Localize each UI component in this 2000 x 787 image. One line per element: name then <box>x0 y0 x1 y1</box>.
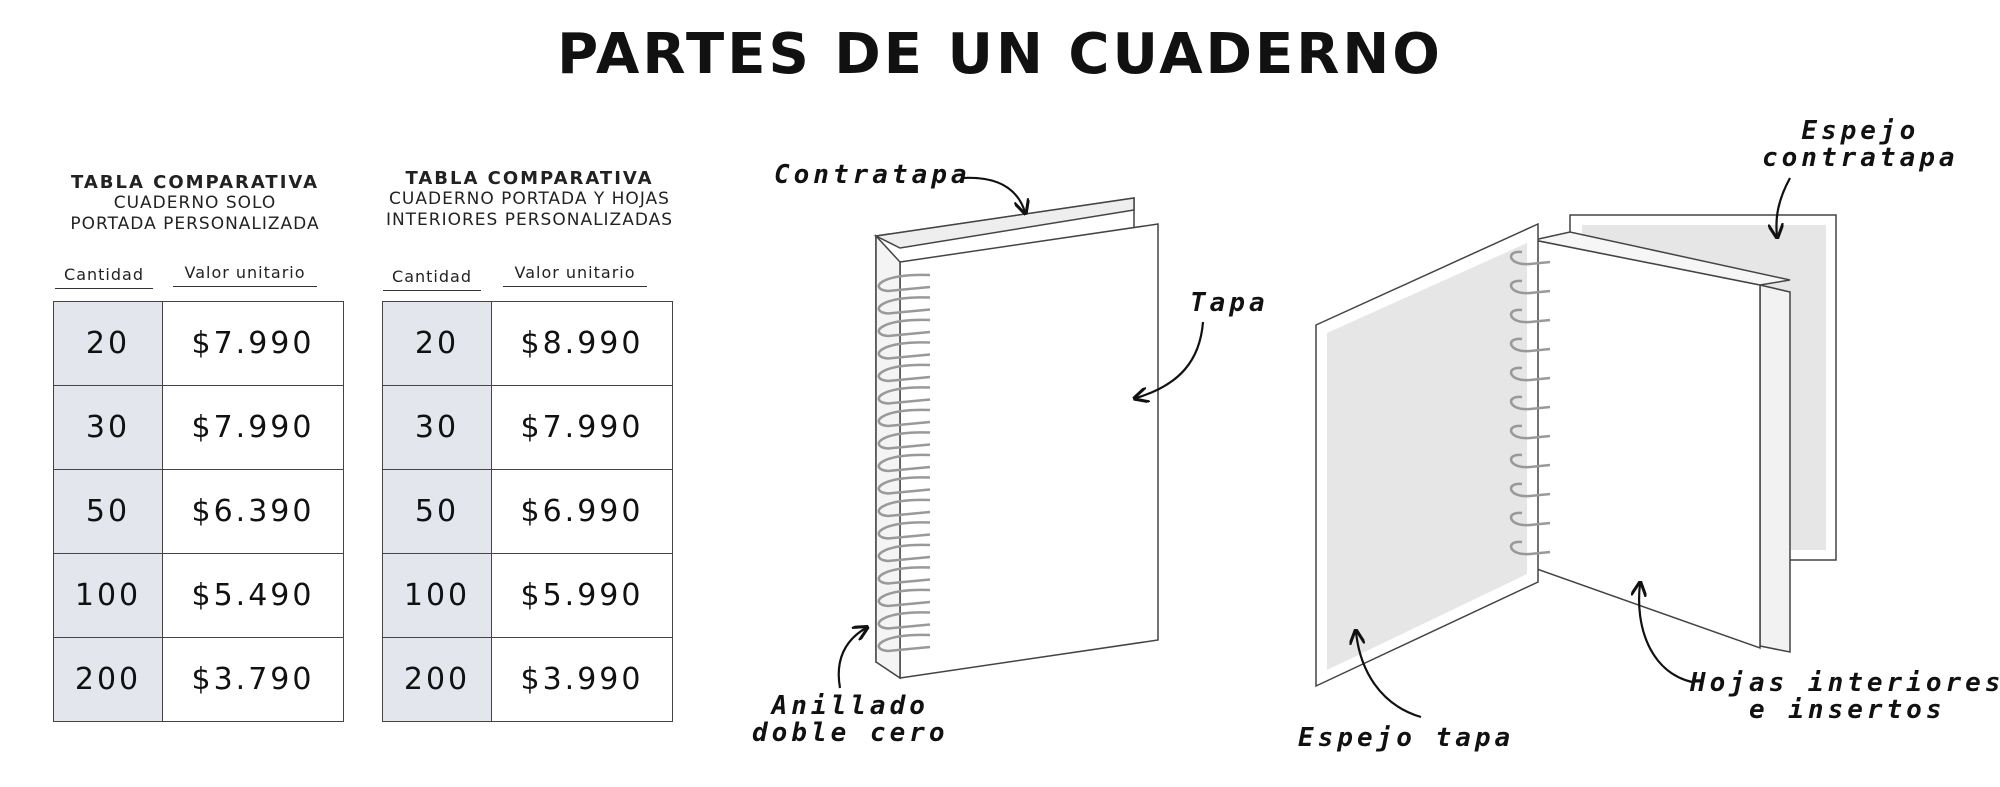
table-row: 200$3.990 <box>382 637 673 722</box>
table-1-col-val-label: Valor unitario <box>173 263 317 287</box>
spiral-ring <box>877 363 931 383</box>
spiral-ring <box>877 386 931 405</box>
spiral-ring <box>877 476 931 495</box>
inner-page <box>1533 239 1761 650</box>
price-cell: $6.390 <box>162 469 344 554</box>
spiral-ring <box>1510 279 1551 295</box>
price-cell: $6.990 <box>491 469 673 554</box>
label-anillado-line-1: Anillado <box>771 691 929 721</box>
price-cell: $3.790 <box>162 637 344 722</box>
spiral-rings <box>877 273 931 653</box>
arrow-espejo-contratapa <box>1776 177 1791 236</box>
spiral-ring <box>1510 540 1551 556</box>
label-anillado: Anillado doble cero <box>752 693 949 747</box>
espejo-tapa-page <box>1327 243 1527 670</box>
label-hojas-line-2: e insertos <box>1748 695 1946 725</box>
arrow-anillado <box>837 628 866 689</box>
label-espejo-tapa: Espejo tapa <box>1298 723 1515 753</box>
spiral-ring <box>1510 395 1551 411</box>
front-cover <box>899 223 1159 679</box>
label-espejo-contratapa-line-1: Espejo <box>1801 116 1920 146</box>
spiral-ring <box>877 543 931 563</box>
spiral-ring <box>1510 337 1551 353</box>
table-row: 30$7.990 <box>53 385 344 470</box>
table-2-heading: TABLA COMPARATIVA CUADERNO PORTADA Y HOJ… <box>362 168 697 231</box>
spiral-ring <box>877 498 931 518</box>
spiral-ring <box>1510 308 1551 324</box>
table-2-title: TABLA COMPARATIVA <box>405 168 654 189</box>
price-cell: $5.490 <box>162 553 344 638</box>
spiral-ring <box>877 273 931 293</box>
closed-notebook <box>873 197 1159 680</box>
table-row: 50$6.990 <box>382 469 673 554</box>
arrow-tapa <box>1136 321 1205 398</box>
spiral-rings-open <box>1510 250 1551 556</box>
spiral-ring <box>877 521 931 540</box>
page-block-side <box>1759 284 1791 653</box>
label-espejo-contratapa-line-2: contratapa <box>1762 143 1959 173</box>
table-2-col-val-label: Valor unitario <box>503 263 647 287</box>
qty-cell: 200 <box>382 637 492 722</box>
table-1-title: TABLA COMPARATIVA <box>70 172 320 193</box>
qty-cell: 200 <box>53 637 163 722</box>
arrow-hojas <box>1639 584 1693 684</box>
table-1-col-qty-label: Cantidad <box>55 265 153 289</box>
open-notebook <box>1315 214 1837 688</box>
spiral-ring <box>1510 453 1551 469</box>
spiral-ring <box>1510 250 1551 266</box>
qty-cell: 100 <box>53 553 163 638</box>
label-tapa: Tapa <box>1190 288 1269 318</box>
table-2-subtitle-line-1: CUADERNO PORTADA Y HOJAS <box>389 189 670 209</box>
table-row: 50$6.390 <box>53 469 344 554</box>
spiral-ring <box>877 566 931 585</box>
spiral-ring <box>877 431 931 450</box>
spiral-ring <box>1510 424 1551 440</box>
qty-cell: 20 <box>53 301 163 386</box>
table-1-subtitle-line-2: PORTADA PERSONALIZADA <box>70 214 320 234</box>
price-cell: $3.990 <box>491 637 673 722</box>
price-cell: $5.990 <box>491 553 673 638</box>
price-cell: $7.990 <box>162 301 344 386</box>
table-row: 20$7.990 <box>53 301 344 386</box>
qty-cell: 30 <box>53 385 163 470</box>
table-1-subtitle-line-1: CUADERNO SOLO <box>113 193 277 213</box>
spiral-ring <box>1510 482 1551 498</box>
label-anillado-line-2: doble cero <box>752 718 949 748</box>
qty-cell: 50 <box>382 469 492 554</box>
table-row: 200$3.790 <box>53 637 344 722</box>
table-2-subtitle-line-2: INTERIORES PERSONALIZADAS <box>385 210 674 230</box>
spiral-ring <box>1510 366 1551 382</box>
price-table-2: 20$8.990 30$7.990 50$6.990 100$5.990 200… <box>382 301 673 722</box>
arrow-espejo-tapa <box>1356 632 1422 719</box>
label-espejo-contratapa: Espejo contratapa <box>1762 118 1959 172</box>
price-cell: $7.990 <box>491 385 673 470</box>
page-block-top <box>873 197 1135 249</box>
arrow-contratapa <box>961 176 1025 212</box>
spiral-ring <box>877 611 931 630</box>
label-contratapa: Contratapa <box>774 160 971 190</box>
spiral-ring <box>877 296 931 315</box>
label-hojas-line-1: Hojas interiores <box>1690 668 2000 698</box>
inner-page-top <box>1533 231 1791 286</box>
price-table-1: 20$7.990 30$7.990 50$6.390 100$5.490 200… <box>53 301 344 722</box>
qty-cell: 20 <box>382 301 492 386</box>
spiral-ring <box>877 633 931 653</box>
spiral-ring <box>1510 511 1551 527</box>
spiral-ring <box>877 318 931 338</box>
spiral-ring <box>877 588 931 608</box>
spiral-ring <box>877 341 931 360</box>
qty-cell: 100 <box>382 553 492 638</box>
table-row: 100$5.990 <box>382 553 673 638</box>
qty-cell: 50 <box>53 469 163 554</box>
table-row: 100$5.490 <box>53 553 344 638</box>
spiral-ring <box>877 453 931 473</box>
cover-edge <box>875 234 901 680</box>
page-title: PARTES DE UN CUADERNO <box>557 22 1443 87</box>
label-hojas-interiores: Hojas interiores e insertos <box>1690 670 2000 724</box>
table-row: 30$7.990 <box>382 385 673 470</box>
table-1-heading: TABLA COMPARATIVA CUADERNO SOLO PORTADA … <box>50 172 340 235</box>
spiral-ring <box>877 408 931 428</box>
table-2-col-qty-label: Cantidad <box>383 267 481 291</box>
